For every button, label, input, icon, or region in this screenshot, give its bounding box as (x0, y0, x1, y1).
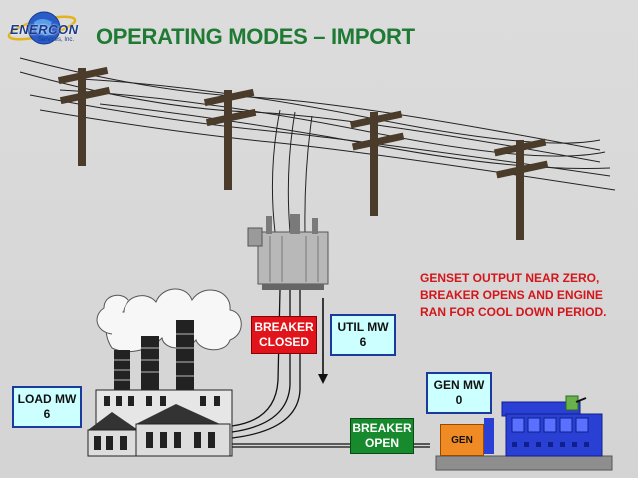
status-note-line: GENSET OUTPUT NEAR ZERO, (420, 271, 600, 285)
logo-name: ENERCON (10, 22, 79, 37)
breaker-closed-line1: BREAKER (254, 320, 314, 334)
gen-mw-value: 0 (455, 393, 463, 407)
status-note: GENSET OUTPUT NEAR ZERO, BREAKER OPENS A… (420, 270, 620, 321)
breaker-closed-line2: CLOSED (258, 335, 309, 349)
utility-pole (493, 138, 549, 240)
status-note-line: BREAKER OPENS AND ENGINE (420, 288, 603, 302)
load-mw-readout: LOAD MW 6 (12, 386, 82, 428)
util-mw-value: 6 (359, 335, 367, 349)
util-mw-label: UTIL MW (337, 320, 389, 334)
drop-lines (271, 109, 313, 233)
transformer (247, 214, 329, 290)
generator-label: GEN (440, 424, 484, 456)
breaker-open-line2: OPEN (364, 436, 399, 450)
utility-pole (57, 66, 111, 166)
utility-pole (349, 110, 405, 216)
gen-mw-readout: GEN MW 0 (426, 372, 492, 414)
gen-mw-label: GEN MW (433, 378, 485, 392)
breaker-open-line1: BREAKER (352, 421, 412, 435)
utility-pole (203, 88, 257, 190)
genset (435, 395, 613, 471)
load-mw-label: LOAD MW (17, 392, 77, 406)
breaker-closed-label: BREAKER CLOSED (251, 316, 317, 354)
breaker-open-label: BREAKER OPEN (350, 418, 414, 454)
feeder-cables (231, 289, 430, 448)
logo-subtitle: Services, Inc. (38, 37, 75, 43)
load-mw-value: 6 (43, 407, 51, 421)
status-note-line: RAN FOR COOL DOWN PERIOD. (420, 305, 607, 319)
globe-icon (7, 11, 77, 45)
logo: ENERCON Services, Inc. (4, 4, 80, 52)
util-mw-readout: UTIL MW 6 (330, 314, 396, 356)
slide-title: OPERATING MODES – IMPORT (96, 24, 415, 49)
factory (87, 320, 233, 457)
power-flow-arrow (318, 298, 328, 384)
factory-smoke (96, 288, 242, 353)
